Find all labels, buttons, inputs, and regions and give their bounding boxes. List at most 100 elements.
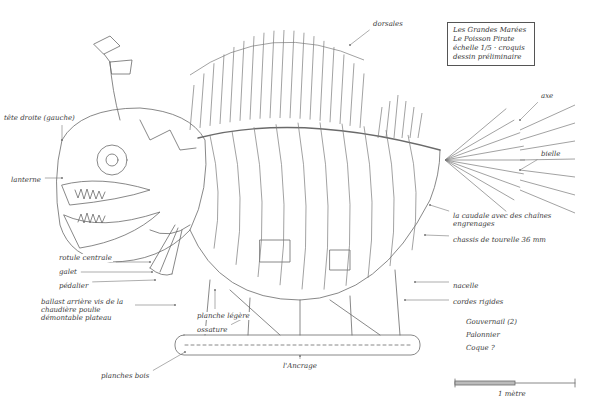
leader-dot bbox=[414, 281, 416, 283]
title-line: Les Grandes Marées bbox=[453, 26, 529, 35]
title-line: Le Poisson Pirate bbox=[453, 35, 529, 44]
leader-dot bbox=[61, 177, 63, 179]
title-block: Les Grandes MaréesLe Poisson Pirateéchel… bbox=[447, 22, 535, 66]
leader-dot bbox=[214, 289, 216, 291]
leader-line bbox=[430, 205, 449, 211]
tail-rod bbox=[520, 123, 575, 140]
dorsal-ray bbox=[360, 73, 364, 127]
leader-dot bbox=[174, 304, 176, 306]
rib bbox=[210, 135, 218, 248]
part-label: lanterne bbox=[10, 176, 42, 184]
dorsal-ray-rear bbox=[394, 95, 398, 138]
dorsal-ray bbox=[190, 85, 194, 130]
head-outline bbox=[56, 108, 206, 262]
part-label: bielle bbox=[540, 150, 561, 158]
dorsal-ray bbox=[290, 31, 294, 119]
rib bbox=[408, 135, 416, 250]
teeth bbox=[75, 189, 105, 223]
part-label: dorsales bbox=[372, 20, 404, 28]
spine bbox=[198, 127, 440, 150]
rib bbox=[276, 124, 284, 285]
dorsal-ray-rear bbox=[386, 101, 390, 138]
part-label: ballast arrière vis de la chaudière poul… bbox=[40, 298, 132, 322]
leader-dot bbox=[151, 271, 153, 273]
frame-posts bbox=[205, 270, 400, 335]
tail-rod bbox=[520, 170, 575, 177]
leader-line bbox=[135, 305, 175, 306]
leader-dot bbox=[404, 299, 406, 301]
tail-ray bbox=[445, 109, 506, 160]
scale-bar-fill bbox=[455, 381, 515, 385]
float bbox=[175, 335, 420, 355]
leader-line bbox=[405, 300, 449, 301]
leader-dot bbox=[299, 355, 301, 357]
dorsal-ray-rear bbox=[402, 101, 406, 138]
leader-line bbox=[300, 356, 301, 359]
dorsal-ray-rear bbox=[410, 107, 414, 138]
upper-jaw bbox=[62, 181, 150, 205]
tail-ray bbox=[445, 146, 524, 160]
part-label: planche légère bbox=[196, 312, 251, 320]
tail-rod bbox=[520, 180, 575, 195]
part-label: l'Ancrage bbox=[282, 362, 318, 370]
leader-line bbox=[81, 272, 152, 273]
rib bbox=[298, 123, 306, 290]
part-label: pédalier bbox=[58, 282, 89, 290]
leader-line bbox=[116, 262, 150, 263]
tail-rod bbox=[520, 141, 575, 150]
leader-line bbox=[520, 102, 538, 120]
tail-ray bbox=[445, 160, 520, 187]
part-label: Coque ? bbox=[465, 344, 496, 352]
rib bbox=[254, 127, 262, 277]
tail-ray bbox=[445, 160, 514, 200]
dorsal-ray bbox=[280, 30, 284, 118]
leader-dot bbox=[349, 44, 351, 46]
leader-dot bbox=[154, 279, 156, 281]
tail-rod bbox=[520, 105, 575, 130]
dorsal-ray-rear bbox=[418, 113, 422, 138]
dorsal-ray bbox=[310, 36, 314, 119]
part-label: chassis de tourelle 36 mm bbox=[452, 236, 547, 244]
float-seam bbox=[185, 345, 410, 346]
leader-line bbox=[415, 282, 449, 283]
dorsal-ray bbox=[330, 47, 334, 122]
dorsal-ray bbox=[270, 31, 274, 119]
dorsal-ray bbox=[250, 36, 254, 119]
part-label: planches bois bbox=[100, 372, 150, 380]
leader-line bbox=[350, 30, 370, 45]
part-label: rotule centrale bbox=[58, 254, 113, 262]
leader-dot bbox=[519, 119, 521, 121]
leader-line bbox=[520, 160, 537, 170]
part-label: cordes rigides bbox=[452, 298, 504, 306]
part-label: la caudale avec des chaînes engrenages bbox=[452, 212, 554, 228]
leader-line bbox=[92, 280, 155, 282]
tail-ray bbox=[445, 160, 525, 161]
tail-ray bbox=[445, 133, 520, 160]
title-line: dessin préliminaire bbox=[453, 53, 529, 62]
dorsal-ray-rear bbox=[378, 107, 382, 138]
part-label: ossature bbox=[196, 326, 228, 334]
eye bbox=[97, 145, 127, 175]
leader-dot bbox=[424, 234, 426, 236]
rib bbox=[386, 130, 394, 266]
dorsal-ray bbox=[200, 73, 204, 127]
dorsal-edge bbox=[190, 42, 364, 75]
leader-dot bbox=[519, 169, 521, 171]
leader-line bbox=[425, 235, 449, 237]
lower-jaw bbox=[64, 212, 160, 248]
eye-pupil bbox=[106, 154, 118, 166]
part-label: nacelle bbox=[452, 282, 479, 290]
tail-rod bbox=[520, 190, 575, 213]
dorsal-ray bbox=[350, 63, 354, 126]
rib bbox=[342, 124, 350, 286]
rib bbox=[364, 126, 372, 278]
dorsal-ray bbox=[340, 54, 344, 124]
part-label: axe bbox=[540, 92, 554, 100]
dorsal-ray bbox=[240, 41, 244, 121]
rib bbox=[320, 122, 328, 289]
kite bbox=[94, 36, 120, 62]
rib bbox=[232, 131, 240, 265]
dorsal-ray bbox=[300, 33, 304, 119]
dorsal-ray bbox=[220, 54, 224, 124]
dorsal-ray bbox=[260, 33, 264, 119]
